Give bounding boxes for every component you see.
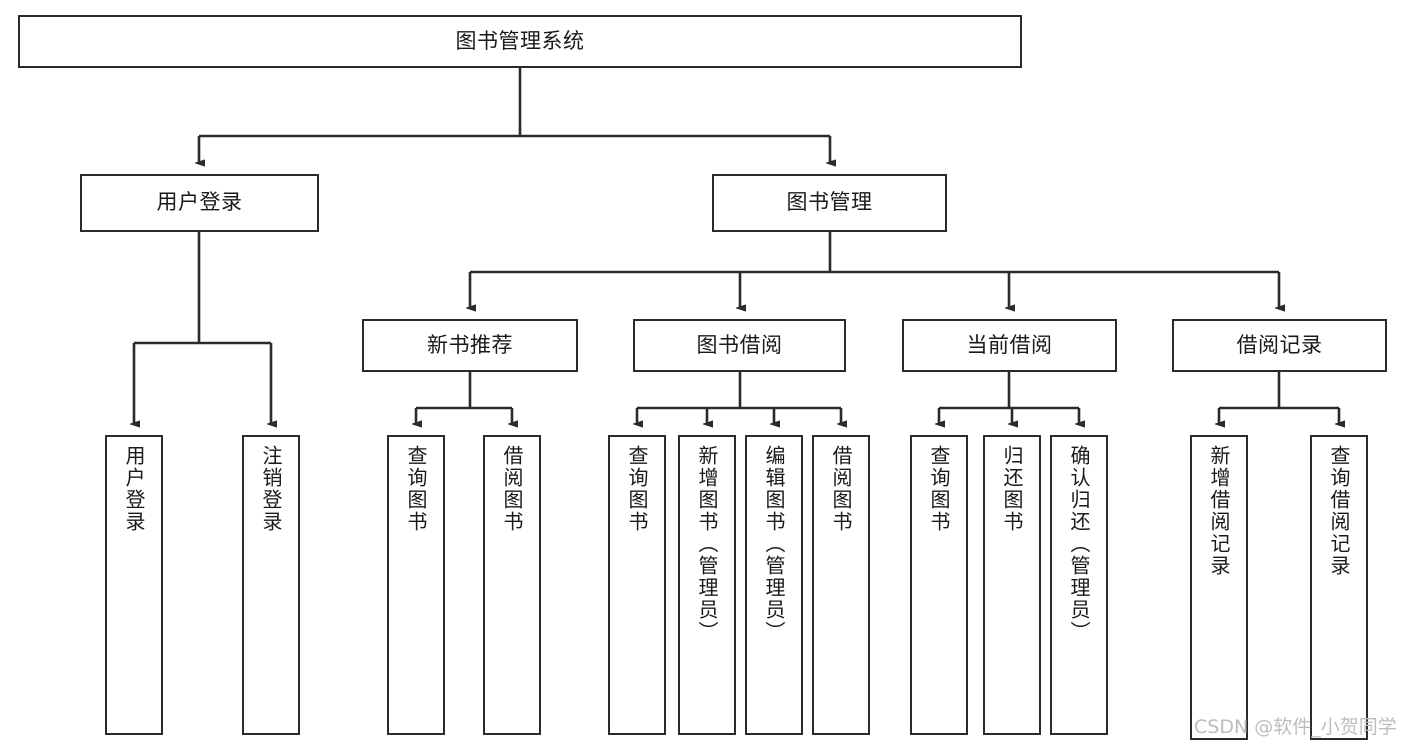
node-new-book-recommend[interactable]: 新书推荐 (362, 319, 578, 372)
leaf-add-record-label: 新增借阅记录 (1207, 445, 1231, 577)
leaf-edit-book-label: 编辑图书（管理员） (762, 445, 786, 643)
node-user-login[interactable]: 用户登录 (80, 174, 319, 232)
leaf-query-book-1-label: 查询图书 (404, 445, 428, 533)
leaf-borrow-book-2-label: 借阅图书 (829, 445, 853, 533)
leaf-add-book-label: 新增图书（管理员） (695, 445, 719, 643)
node-borrow-record-label: 借阅记录 (1236, 332, 1323, 357)
leaf-query-book-3-label: 查询图书 (927, 445, 951, 533)
leaf-add-book[interactable]: 新增图书（管理员） (678, 435, 736, 735)
leaf-query-book-3[interactable]: 查询图书 (910, 435, 968, 735)
leaf-user-login-label: 用户登录 (122, 445, 146, 533)
leaf-query-book-2[interactable]: 查询图书 (608, 435, 666, 735)
node-current-borrow-label: 当前借阅 (966, 332, 1053, 357)
node-current-borrow[interactable]: 当前借阅 (902, 319, 1117, 372)
leaf-confirm-return-label: 确认归还（管理员） (1067, 445, 1091, 643)
leaf-query-record[interactable]: 查询借阅记录 (1310, 435, 1368, 740)
node-root[interactable]: 图书管理系统 (18, 15, 1022, 68)
leaf-borrow-book-1[interactable]: 借阅图书 (483, 435, 541, 735)
node-user-login-label: 用户登录 (156, 190, 243, 215)
leaf-edit-book[interactable]: 编辑图书（管理员） (745, 435, 803, 735)
leaf-borrow-book-2[interactable]: 借阅图书 (812, 435, 870, 735)
leaf-confirm-return[interactable]: 确认归还（管理员） (1050, 435, 1108, 735)
leaf-borrow-book-1-label: 借阅图书 (500, 445, 524, 533)
node-new-book-recommend-label: 新书推荐 (427, 332, 513, 357)
leaf-query-book-2-label: 查询图书 (625, 445, 649, 533)
leaf-user-logout-label: 注销登录 (259, 445, 283, 533)
leaf-user-logout[interactable]: 注销登录 (242, 435, 300, 735)
node-book-borrow-label: 图书借阅 (696, 332, 783, 357)
node-book-borrow[interactable]: 图书借阅 (633, 319, 846, 372)
leaf-user-login[interactable]: 用户登录 (105, 435, 163, 735)
node-borrow-record[interactable]: 借阅记录 (1172, 319, 1387, 372)
node-book-manage-label: 图书管理 (786, 190, 873, 215)
leaf-return-book[interactable]: 归还图书 (983, 435, 1041, 735)
leaf-return-book-label: 归还图书 (1000, 445, 1024, 533)
csdn-watermark: CSDN @软件_小贺同学 (1194, 716, 1397, 738)
leaf-query-book-1[interactable]: 查询图书 (387, 435, 445, 735)
node-root-label: 图书管理系统 (455, 28, 585, 53)
leaf-add-record[interactable]: 新增借阅记录 (1190, 435, 1248, 740)
leaf-query-record-label: 查询借阅记录 (1327, 445, 1351, 577)
node-book-manage[interactable]: 图书管理 (712, 174, 947, 232)
